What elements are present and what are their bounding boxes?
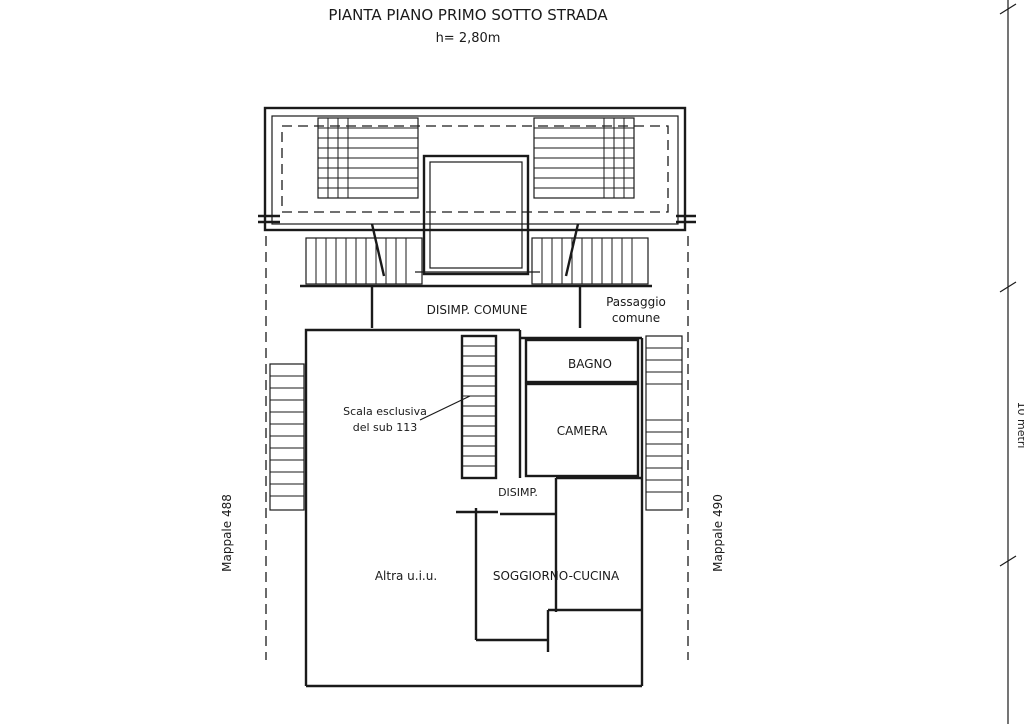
apartment-block <box>304 328 644 688</box>
exclusive-stair <box>460 334 498 480</box>
upper-access-zone <box>258 106 696 276</box>
room-label-passaggio-1: Passaggio <box>606 295 666 309</box>
plan-title: PIANTA PIANO PRIMO SOTTO STRADA <box>328 6 608 24</box>
stair-side-left <box>269 363 305 511</box>
room-label-passaggio-2: comune <box>612 311 660 325</box>
scale-bar-label: 10 metri <box>1015 402 1024 449</box>
stair-side-right <box>645 335 683 511</box>
room-label-bagno: BAGNO <box>568 357 612 371</box>
neighbor-label-right: Mappale 490 <box>711 494 725 572</box>
stair-lower-right <box>531 223 649 285</box>
stair-upper-right <box>533 117 635 199</box>
stair-lower-left <box>305 223 423 285</box>
room-label-scala-2: del sub 113 <box>353 421 417 434</box>
common-corridor <box>300 271 652 328</box>
height-note: h= 2,80m <box>436 31 501 46</box>
room-label-soggiorno-cucina: SOGGIORNO-CUCINA <box>493 569 620 583</box>
room-label-scala-1: Scala esclusiva <box>343 405 427 418</box>
room-label-disimp: DISIMP. <box>498 486 538 499</box>
room-label-altra-ulu: Altra u.i.u. <box>375 569 437 583</box>
room-label-camera: CAMERA <box>557 424 608 438</box>
scale-bar: 10 metri <box>999 0 1024 724</box>
room-label-disimp-comune: DISIMP. COMUNE <box>427 303 528 317</box>
stair-upper-left <box>317 117 419 199</box>
neighbor-label-left: Mappale 488 <box>220 494 234 572</box>
